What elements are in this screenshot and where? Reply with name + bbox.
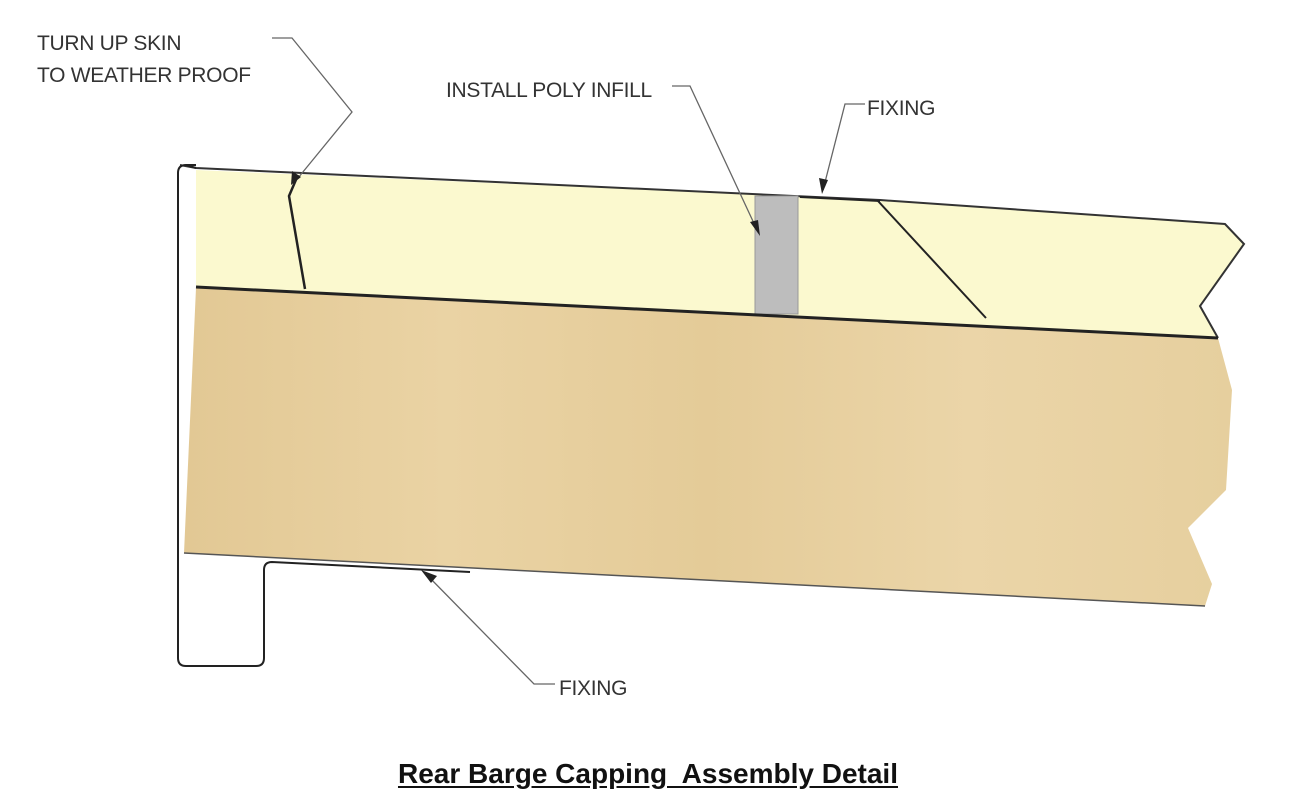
arrowhead-install-poly [750,220,760,236]
diagonal-skin-fold [877,200,987,319]
arrowhead-fixing-bottom [421,570,437,583]
leader-turn-up-skin [272,37,353,179]
label-fixing-top: FIXING [867,97,935,120]
label-fixing-bottom: FIXING [559,677,627,700]
insulation-panel [196,170,1244,338]
top-capping-flashing [799,196,881,202]
label-install-poly-infill: INSTALL POLY INFILL [446,79,652,102]
turn-up-skin-line [287,174,307,290]
arrowhead-fixing-top [819,178,828,194]
timber-beam [184,288,1232,606]
flashing-top-return [185,164,197,169]
capping-flashing [177,164,471,667]
label-turn-up-skin-line1: TURN UP SKIN [37,32,181,55]
leader-install-poly [672,85,759,233]
leader-fixing-bottom [425,573,555,685]
panel-timber-interface [195,285,1219,340]
leader-fixing-top [822,103,865,191]
label-turn-up-skin-line2: TO WEATHER PROOF [37,64,251,87]
poly-infill-block [754,195,799,315]
timber-bottom-edge [183,552,1206,607]
diagram-title: Rear Barge Capping Assembly Detail [397,758,898,789]
arrowhead-turn-up-skin [291,171,301,185]
